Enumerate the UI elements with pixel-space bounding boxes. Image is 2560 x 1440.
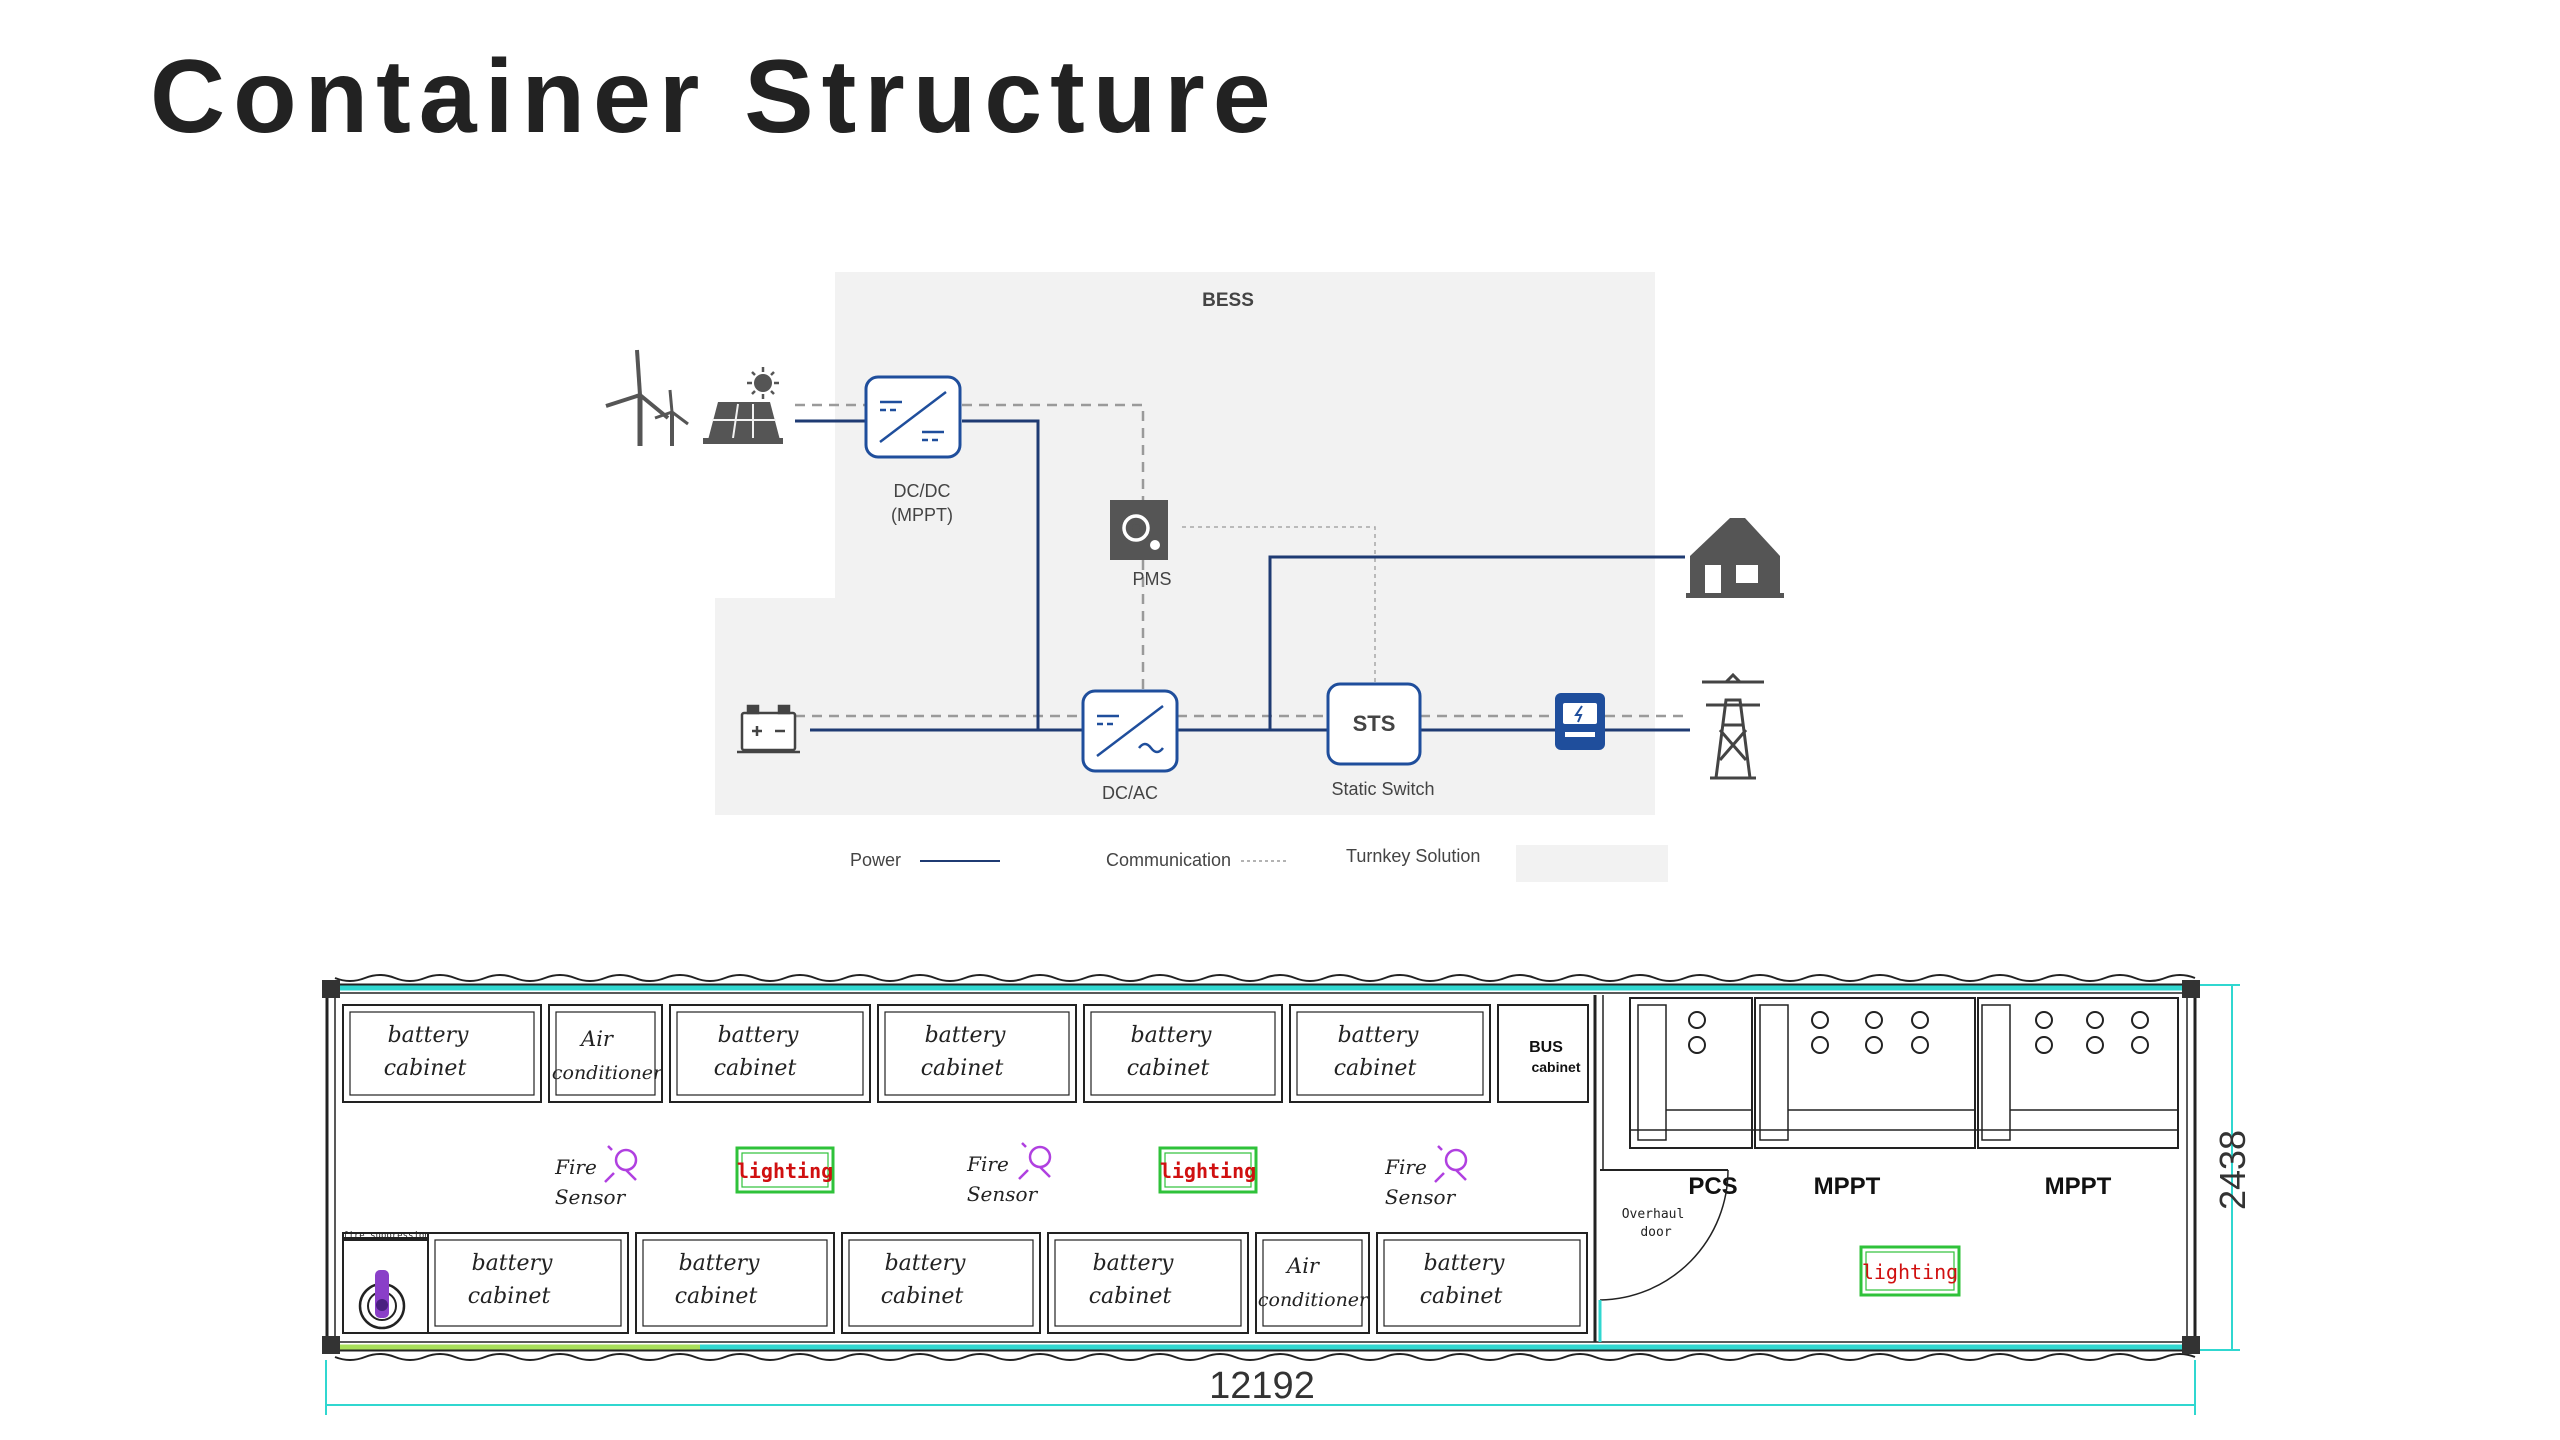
pms-gear-icon bbox=[1110, 500, 1168, 560]
bottom-cabinet-1-line1: battery bbox=[472, 1251, 553, 1276]
top-cabinet-1-line1: battery bbox=[388, 1023, 469, 1048]
legend-communication: Communication bbox=[1106, 850, 1231, 870]
static-switch-box bbox=[1326, 682, 1422, 766]
top-cabinet-1-line2: cabinet bbox=[384, 1056, 467, 1081]
bottom-cabinet-4-line2: cabinet bbox=[1089, 1284, 1172, 1309]
bess-region-label: BESS bbox=[1202, 290, 1254, 311]
pcs-label: PCS bbox=[1688, 1173, 1737, 1200]
fire-sensor-3-line1: Fire bbox=[1384, 1155, 1427, 1179]
top-cabinet-3-line1: battery bbox=[925, 1023, 1006, 1048]
bus-cabinet-line1: BUS bbox=[1529, 1039, 1563, 1056]
bottom-cabinet-4-line1: battery bbox=[1093, 1251, 1174, 1276]
sts-label: Static Switch bbox=[1331, 779, 1434, 799]
power-lines bbox=[795, 419, 1690, 732]
communication-lines bbox=[795, 403, 1690, 718]
fire-sensor-1-line1: Fire bbox=[554, 1155, 597, 1179]
wind-turbine-solar-icon bbox=[605, 349, 783, 446]
fire-suppression-label: fire suppression bbox=[343, 1231, 430, 1241]
legend-turnkey: Turnkey Solution bbox=[1346, 846, 1480, 866]
height-dimension: 2438 bbox=[2212, 1130, 2253, 1210]
dcdc-label-line1: DC/DC bbox=[894, 481, 951, 501]
top-cabinet-5-line1: battery bbox=[1338, 1023, 1419, 1048]
door-label-line1: Overhaul bbox=[1622, 1207, 1685, 1222]
bottom-cabinet-1-line2: cabinet bbox=[468, 1284, 551, 1309]
top-cabinet-4-line1: battery bbox=[1131, 1023, 1212, 1048]
fire-sensor-icon bbox=[604, 1142, 1468, 1183]
house-icon bbox=[1686, 518, 1784, 598]
pcs-mppt-racks bbox=[1629, 997, 2179, 1149]
bess-region bbox=[715, 272, 1655, 815]
fire-sensor-3-line2: Sensor bbox=[1385, 1185, 1457, 1209]
pms-label: PMS bbox=[1132, 569, 1171, 589]
lighting-3: lighting bbox=[1862, 1260, 1958, 1284]
mppt-label-1: MPPT bbox=[1814, 1173, 1881, 1200]
dcac-label: DC/AC bbox=[1102, 783, 1158, 803]
overhaul-door bbox=[1598, 1169, 1729, 1342]
door-label-line2: door bbox=[1640, 1225, 1671, 1240]
bottom-cabinet-2-line1: battery bbox=[679, 1251, 760, 1276]
dc-ac-inverter-icon bbox=[1081, 689, 1179, 773]
bess-diagram: BESS bbox=[605, 272, 1784, 815]
lighting-1: lighting bbox=[737, 1159, 833, 1183]
bottom-cabinet-3-line2: cabinet bbox=[881, 1284, 964, 1309]
top-aircon-line1: Air bbox=[579, 1027, 615, 1051]
meter-icon bbox=[1555, 693, 1605, 750]
bottom-cabinet-2-line2: cabinet bbox=[675, 1284, 758, 1309]
fire-suppression-icon bbox=[343, 1237, 428, 1330]
width-dimension: 12192 bbox=[1209, 1365, 1315, 1407]
top-cabinet-4-line2: cabinet bbox=[1127, 1056, 1210, 1081]
sts-box-text: STS bbox=[1353, 711, 1396, 736]
top-cabinet-2-line2: cabinet bbox=[714, 1056, 797, 1081]
lighting-2: lighting bbox=[1160, 1159, 1256, 1183]
page-title: Container Structure bbox=[150, 39, 1279, 155]
bottom-aircon-line2: conditioner bbox=[1258, 1289, 1370, 1311]
bottom-cabinet-5-line2: cabinet bbox=[1420, 1284, 1503, 1309]
bottom-cabinet-5-line1: battery bbox=[1424, 1251, 1505, 1276]
power-tower-icon bbox=[1702, 672, 1764, 780]
fire-sensor-1-line2: Sensor bbox=[555, 1185, 627, 1209]
top-cabinet-2-line1: battery bbox=[718, 1023, 799, 1048]
dc-dc-converter-icon bbox=[864, 375, 962, 459]
fire-sensor-2-line1: Fire bbox=[966, 1152, 1009, 1176]
top-aircon-line2: conditioner bbox=[552, 1062, 664, 1084]
dcdc-label-line2: (MPPT) bbox=[891, 505, 953, 525]
bottom-cabinet-3-line1: battery bbox=[885, 1251, 966, 1276]
legend: Power Communication Turnkey Solution bbox=[850, 845, 1668, 882]
bus-cabinet-line2: cabinet bbox=[1531, 1059, 1580, 1075]
battery-icon bbox=[737, 704, 800, 754]
mppt-label-2: MPPT bbox=[2045, 1173, 2112, 1200]
bottom-aircon-line1: Air bbox=[1285, 1254, 1321, 1278]
top-cabinet-3-line2: cabinet bbox=[921, 1056, 1004, 1081]
container-floor-plan: battery cabinet Air conditioner battery … bbox=[322, 974, 2253, 1415]
top-cabinet-5-line2: cabinet bbox=[1334, 1056, 1417, 1081]
legend-power: Power bbox=[850, 850, 901, 870]
fire-sensor-2-line2: Sensor bbox=[967, 1182, 1039, 1206]
dimension-lines bbox=[325, 984, 2240, 1415]
